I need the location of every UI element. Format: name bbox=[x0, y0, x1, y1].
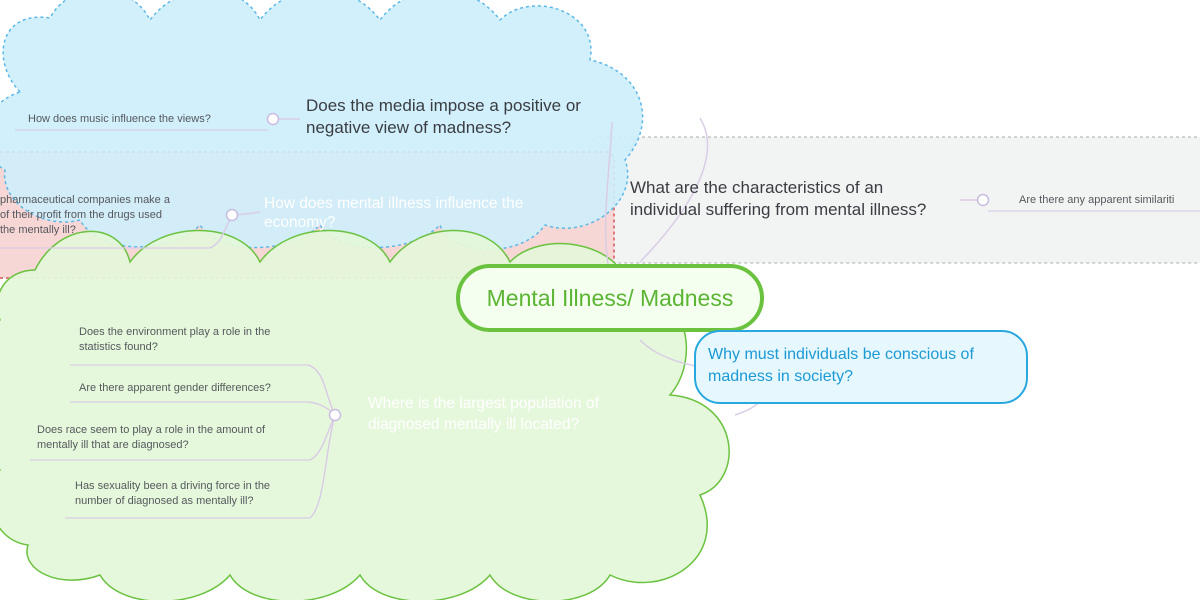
population-subtopic-gender-line1: Are there apparent gender differences? bbox=[79, 382, 271, 394]
population-subtopic-gender[interactable]: Are there apparent gender differences? bbox=[79, 381, 271, 396]
population-subtopic-sexuality[interactable]: Has sexuality been a driving force in th… bbox=[75, 479, 270, 509]
population-subtopic-sexuality-line1: Has sexuality been a driving force in th… bbox=[75, 480, 271, 492]
characteristics-branch-node[interactable] bbox=[976, 193, 990, 207]
economy-topic-line2: economy? bbox=[264, 213, 336, 231]
economy-topic[interactable]: How does mental illness influence the ec… bbox=[264, 195, 523, 232]
characteristics-box[interactable] bbox=[589, 136, 1200, 264]
population-subtopic-environment[interactable]: Does the environment play a role in the … bbox=[79, 325, 270, 355]
economy-subtopic-pharma-line3: the mentally ill? bbox=[0, 223, 76, 236]
connector-central-characteristics bbox=[639, 117, 709, 263]
economy-subtopic-pharma-line1: pharmaceutical companies make a bbox=[0, 194, 170, 206]
media-cloud[interactable] bbox=[0, 0, 644, 251]
economy-branch-node[interactable] bbox=[225, 208, 239, 222]
characteristics-topic-line2: individual suffering from mental illness… bbox=[630, 200, 927, 220]
population-subtopic-sexuality-line2: number of diagnosed as mentally ill? bbox=[75, 494, 254, 507]
media-topic-line2: negative view of madness? bbox=[306, 118, 512, 138]
population-topic[interactable]: Where is the largest population of diagn… bbox=[368, 395, 599, 434]
population-subtopic-environment-line2: statistics found? bbox=[79, 340, 158, 353]
media-branch-node[interactable] bbox=[266, 112, 280, 126]
population-subtopic-race[interactable]: Does race seem to play a role in the amo… bbox=[37, 423, 265, 453]
economy-subtopic-pharma-line2: of their profit from the drugs used bbox=[0, 208, 163, 221]
media-topic[interactable]: Does the media impose a positive or nega… bbox=[306, 96, 581, 139]
connector-population-sexuality bbox=[309, 414, 336, 519]
connector-central-media bbox=[604, 121, 613, 276]
central-topic[interactable]: Mental Illness/ Madness bbox=[456, 264, 764, 332]
central-topic-label: Mental Illness/ Madness bbox=[486, 284, 734, 311]
why-topic-line1: Why must individuals be conscious of bbox=[708, 346, 974, 363]
population-topic-line1: Where is the largest population of bbox=[368, 395, 599, 412]
economy-subtopic-pharma[interactable]: pharmaceutical companies make a of their… bbox=[0, 193, 170, 238]
media-topic-line1: Does the media impose a positive or bbox=[306, 96, 581, 115]
characteristics-subtopic-similarities[interactable]: Are there any apparent similariti bbox=[1019, 194, 1175, 206]
population-subtopic-environment-line1: Does the environment play a role in the bbox=[79, 326, 271, 338]
population-subtopic-race-line1: Does race seem to play a role in the amo… bbox=[37, 424, 266, 436]
characteristics-topic[interactable]: What are the characteristics of an indiv… bbox=[630, 178, 926, 221]
why-topic[interactable]: Why must individuals be conscious of mad… bbox=[694, 330, 1028, 404]
media-subtopic-music[interactable]: How does music influence the views? bbox=[28, 113, 211, 125]
population-subtopic-race-line2: mentally ill that are diagnosed? bbox=[37, 438, 189, 451]
population-topic-line2: diagnosed mentally ill located? bbox=[368, 415, 580, 433]
why-topic-line2: madness in society? bbox=[708, 367, 853, 385]
characteristics-topic-line1: What are the characteristics of an bbox=[630, 178, 884, 197]
economy-topic-line1: How does mental illness influence the bbox=[264, 195, 524, 212]
population-branch-node[interactable] bbox=[328, 408, 342, 422]
